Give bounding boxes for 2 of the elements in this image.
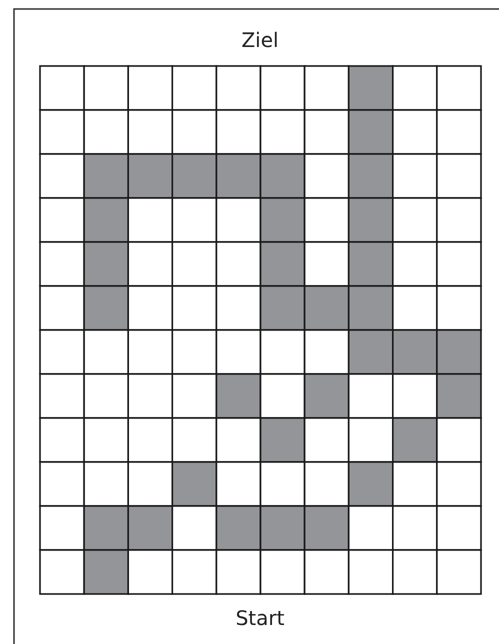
maze-label: Ziel bbox=[240, 28, 280, 52]
maze-label: Start bbox=[234, 606, 286, 630]
